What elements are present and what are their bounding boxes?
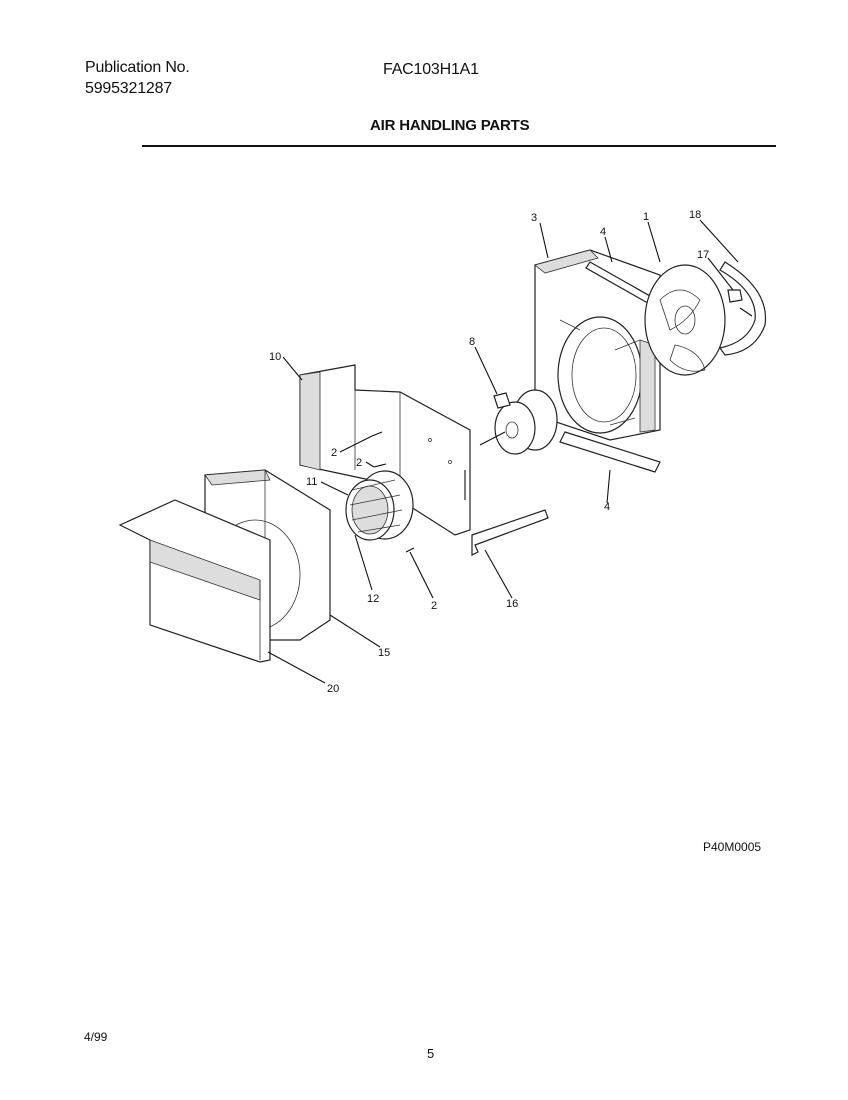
- callout-11: 11: [306, 476, 317, 488]
- callout-10: 10: [269, 351, 281, 363]
- section-title: AIR HANDLING PARTS: [370, 117, 530, 134]
- callout-17: 17: [697, 249, 709, 261]
- callout-8: 8: [469, 336, 475, 348]
- callout-2-upper: 2: [331, 447, 337, 459]
- callout-20: 20: [327, 683, 339, 695]
- part-3-shroud: [534, 249, 661, 441]
- part-17-nut: [727, 289, 753, 317]
- page-number: 5: [427, 1046, 435, 1061]
- part-2-screws: [371, 431, 415, 553]
- callout-4-bottom: 4: [604, 501, 610, 513]
- callout-18: 18: [689, 209, 701, 221]
- part-11-blower-wheel: [345, 470, 414, 541]
- callout-2-middle: 2: [356, 457, 362, 469]
- revision-date: 4/99: [84, 1030, 108, 1044]
- header-rule: [142, 145, 776, 147]
- callout-3: 3: [531, 212, 537, 224]
- part-18-ring: [718, 261, 767, 356]
- publication-number: 5995321287: [85, 80, 172, 97]
- publication-label: Publication No.: [85, 59, 190, 76]
- part-20-grille-frame: [118, 499, 271, 663]
- part-16-bracket: [471, 509, 549, 556]
- part-10-partition: [299, 364, 471, 536]
- callout-2-lower: 2: [431, 600, 437, 612]
- callout-1: 1: [643, 211, 649, 223]
- part-8-motor: [479, 389, 558, 455]
- diagram-code: P40M0005: [703, 840, 762, 854]
- callout-4-top: 4: [600, 226, 606, 238]
- part-1-fan-blade: [644, 264, 726, 376]
- callout-15: 15: [378, 647, 390, 659]
- callout-labels: 3 4 1 18 17 8 10 2 2 11 4 12 2 16 15 20: [269, 209, 709, 695]
- callout-12: 12: [367, 593, 379, 605]
- callout-16: 16: [506, 598, 518, 610]
- model-number: FAC103H1A1: [383, 61, 479, 78]
- leader-lines: [267, 219, 739, 684]
